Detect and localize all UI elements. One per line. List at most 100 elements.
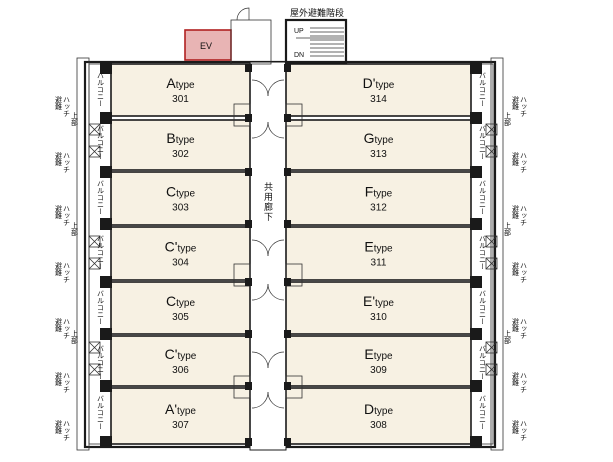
unit-letter: A': [165, 401, 177, 417]
unit-type-308: Dtype: [364, 401, 393, 417]
unit-letter: E: [364, 239, 373, 255]
hatch-label-a-left-1: 避難: [55, 151, 63, 167]
unit-number-309: 309: [370, 365, 387, 376]
hatch-label-a-left-5: 避難: [55, 371, 63, 387]
column-mid-right-5: [284, 330, 291, 338]
upper-label-a-right-2: 上部: [504, 329, 512, 345]
column-mid-right-0: [284, 64, 291, 72]
unit-type-301: Atype: [166, 75, 195, 91]
hatch-box-right-4: [485, 341, 498, 354]
unit-number-303: 303: [172, 203, 189, 214]
hatch-label-b-left-2: ハッチ: [63, 205, 71, 226]
unit-letter: C': [165, 346, 178, 362]
column-right-3: [470, 218, 482, 230]
hatch-label-a-left-3: 避難: [55, 261, 63, 277]
hatch-label-b-right-1: ハッチ: [520, 152, 528, 173]
stair-label: 屋外避難階段: [290, 7, 344, 18]
balcony-label-right-2: バルコニー: [479, 180, 487, 215]
unit-suffix: type: [176, 189, 195, 200]
hatch-label-b-left-6: ハッチ: [63, 420, 71, 441]
column-mid-right-1: [284, 114, 291, 122]
column-left-7: [100, 436, 112, 448]
hatch-boxes: [88, 123, 498, 376]
hatch-box-right-5: [485, 363, 498, 376]
hatch-label-b-right-0: ハッチ: [520, 96, 528, 117]
hatch-label-b-right-6: ハッチ: [520, 420, 528, 441]
hatch-label-b-left-4: ハッチ: [63, 318, 71, 339]
unit-suffix: type: [374, 351, 393, 362]
right-unit-313: [285, 119, 472, 171]
column-left-4: [100, 276, 112, 288]
up-label: UP: [294, 28, 304, 35]
hatch-label-a-right-4: 避難: [512, 317, 520, 333]
unit-number-302: 302: [172, 149, 189, 160]
column-left-1: [100, 112, 112, 124]
column-mid-left-0: [245, 64, 252, 72]
hatch-label-b-right-3: ハッチ: [520, 262, 528, 283]
balcony-label-right-6: バルコニー: [479, 395, 487, 430]
hatch-label-a-left-2: 避難: [55, 204, 63, 220]
hatch-label-a-right-1: 避難: [512, 151, 520, 167]
unit-number-307: 307: [172, 420, 189, 431]
hatch-label-b-left-1: ハッチ: [63, 152, 71, 173]
ev-label: EV: [200, 41, 212, 51]
column-left-2: [100, 166, 112, 178]
unit-number-308: 308: [370, 420, 387, 431]
right-unit-311: [285, 226, 472, 281]
unit-number-306: 306: [172, 365, 189, 376]
hatch-label-b-left-5: ハッチ: [63, 372, 71, 393]
unit-number-314: 314: [370, 94, 387, 105]
balcony-label-left-2: バルコニー: [97, 180, 105, 215]
left-unit-304: [110, 226, 251, 281]
unit-suffix: type: [176, 80, 195, 91]
column-right-2: [470, 166, 482, 178]
unit-suffix: type: [375, 80, 394, 91]
column-mid-right-6: [284, 382, 291, 390]
unit-letter: C: [166, 184, 176, 200]
unit-type-303: Ctype: [166, 184, 195, 200]
building-outline: [83, 60, 497, 449]
hatch-box-left-5: [88, 363, 101, 376]
balcony-label-right-4: バルコニー: [479, 290, 487, 325]
hatch-box-left-4: [88, 341, 101, 354]
hatch-label-a-right-5: 避難: [512, 371, 520, 387]
stair-treads: [296, 27, 344, 57]
unit-number-305: 305: [172, 312, 189, 323]
balcony-label-left-3: バルコニー: [97, 235, 105, 270]
balcony-label-right-1: バルコニー: [479, 125, 487, 160]
balcony-label-left-5: バルコニー: [97, 345, 105, 380]
left-unit-301: [110, 63, 251, 117]
left-unit-307: [110, 387, 251, 445]
balcony-label-left-0: バルコニー: [97, 72, 105, 107]
column-mid-left-1: [245, 114, 252, 122]
elevator-hall: [230, 19, 272, 65]
column-mid-right-7: [284, 438, 291, 446]
unit-type-314: D'type: [363, 75, 395, 91]
right-unit-312: [285, 171, 472, 226]
column-right-5: [470, 328, 482, 340]
unit-suffix: type: [176, 135, 195, 146]
unit-letter: B: [166, 130, 175, 146]
balcony-outline-left: [76, 57, 90, 451]
upper-label-a-right-1: 上部: [504, 221, 512, 237]
hatch-box-right-2: [485, 235, 498, 248]
unit-suffix: type: [176, 298, 195, 309]
column-mid-left-2: [245, 168, 252, 176]
balcony-label-right-0: バルコニー: [479, 72, 487, 107]
column-left-0: [100, 62, 112, 74]
unit-number-312: 312: [370, 203, 387, 214]
right-unit-309: [285, 335, 472, 387]
column-mid-left-7: [245, 438, 252, 446]
left-unit-column: Atype301Btype302Ctype303C'type304Ctype30…: [110, 63, 251, 445]
balcony-outline-right: [490, 57, 504, 451]
hatch-label-b-right-5: ハッチ: [520, 372, 528, 393]
upper-label-a-left-2: 上部: [71, 329, 79, 345]
elevator-shaft: [184, 29, 232, 61]
side-labels: バルコニーバルコニーバルコニーバルコニーバルコニーバルコニーバルコニーバルコニー…: [55, 72, 528, 441]
unit-suffix: type: [373, 189, 392, 200]
hatch-label-b-right-4: ハッチ: [520, 318, 528, 339]
unit-letter: C: [166, 293, 176, 309]
hatch-box-right-1: [485, 145, 498, 158]
left-unit-306: [110, 335, 251, 387]
